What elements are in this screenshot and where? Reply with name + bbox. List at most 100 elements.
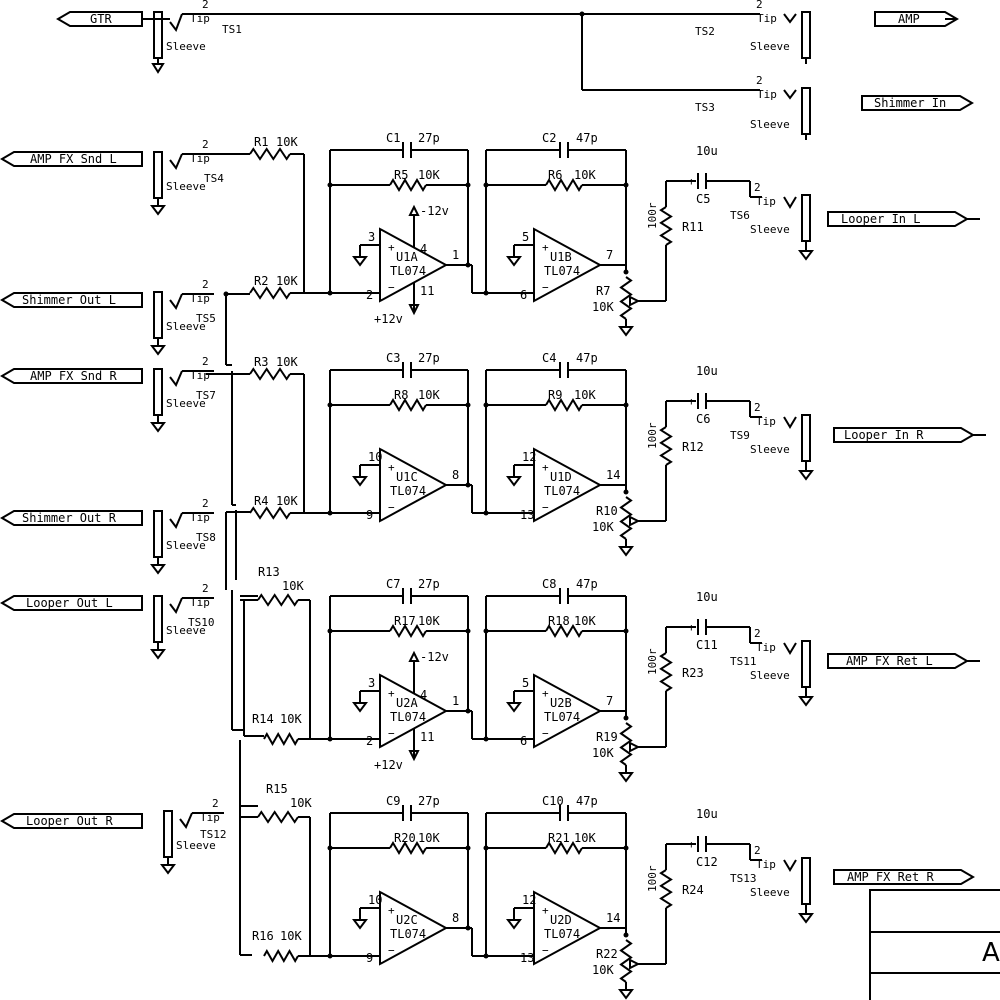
opamp-part: TL074: [544, 264, 580, 278]
resistor-r3: [249, 367, 291, 381]
ground-symbol: [506, 702, 522, 713]
plus-sign: +: [388, 241, 395, 254]
resistor-ref: R24: [682, 883, 704, 897]
shimmer-in-port: Shimmer In: [861, 95, 974, 111]
tip-label: Tip: [756, 641, 776, 654]
junction-dot: [327, 182, 333, 188]
pin-number: 2: [366, 734, 373, 748]
resistor-ref: R17: [394, 614, 416, 628]
minus-sign: −: [388, 944, 395, 957]
resistor-value: 10K: [276, 274, 298, 288]
opamp-part: TL074: [544, 710, 580, 724]
potentiometer-r19: [619, 722, 633, 766]
opamp-part: TL074: [390, 927, 426, 941]
tip-label: Tip: [200, 811, 220, 824]
capacitor-c12: [697, 836, 707, 852]
pin-number: 2: [754, 181, 761, 194]
junction-dot: [465, 628, 471, 634]
resistor-value: 10K: [418, 388, 440, 402]
polarity-mark: +: [688, 395, 695, 408]
capacitor-ref: C9: [386, 794, 400, 808]
pin-number: 2: [754, 844, 761, 857]
resistor-r23: [659, 652, 673, 692]
capacitor-ref: C6: [696, 412, 710, 426]
title-block-letter: A: [982, 938, 1000, 968]
plus-sign: +: [388, 461, 395, 474]
resistor-value: 10K: [276, 494, 298, 508]
pin-number: 2: [202, 582, 209, 595]
pin-number: 2: [754, 627, 761, 640]
capacitor-ref: C11: [696, 638, 718, 652]
minus-sign: −: [542, 944, 549, 957]
shimmer-in-port-label: Shimmer In: [874, 96, 946, 110]
capacitor-value: 27p: [418, 794, 440, 808]
minus-sign: −: [542, 281, 549, 294]
resistor-value: 100r: [646, 648, 659, 675]
minus-sign: −: [542, 727, 549, 740]
jack-ref: TS8: [196, 531, 216, 544]
opamp-part: TL074: [544, 927, 580, 941]
resistor-ref: R20: [394, 831, 416, 845]
ground-symbol: [618, 989, 634, 1000]
potentiometer-r10: [619, 496, 633, 540]
output-ports: Looper In L Looper In R AMP FX Ret L AMP…: [827, 211, 986, 885]
opamp-ref: U2A: [396, 696, 418, 710]
pot-ref: R19: [596, 730, 618, 744]
pin-number: 12: [522, 450, 536, 464]
potentiometer-r7: [619, 276, 633, 320]
junction-dot: [623, 489, 629, 495]
neg-supply: -12v: [420, 650, 449, 664]
resistor-value: 10K: [418, 614, 440, 628]
resistor-value: 10K: [280, 712, 302, 726]
svg-text:Sleeve: Sleeve: [750, 40, 790, 53]
pot-ref: R7: [596, 284, 610, 298]
opamp-ref: U1C: [396, 470, 418, 484]
capacitor-value: 47p: [576, 577, 598, 591]
pin-number: 6: [520, 734, 527, 748]
wiper-arrow: [629, 515, 641, 527]
svg-text:Tip: Tip: [757, 88, 777, 101]
looper-out-l-label: Looper Out L: [26, 596, 113, 610]
resistor-value: 10K: [574, 388, 596, 402]
capacitor-ref: C8: [542, 577, 556, 591]
sleeve-label: Sleeve: [166, 180, 206, 193]
plus-sign: +: [542, 461, 549, 474]
pot-value: 10K: [592, 746, 614, 760]
resistor-r20: [389, 841, 427, 855]
input-jacks: 2TipTS4Sleeve2TipTS5Sleeve2TipTS7Sleeve2…: [150, 138, 264, 956]
pin-number: 3: [368, 676, 375, 690]
pin-number: 7: [606, 694, 613, 708]
capacitor-ref: C10: [542, 794, 564, 808]
pin-number: 10: [368, 450, 382, 464]
capacitor-value: 47p: [576, 131, 598, 145]
junction-dot: [483, 402, 489, 408]
pin-number: 5: [522, 230, 529, 244]
opamp-ref: U1B: [550, 250, 572, 264]
capacitor-c1: [402, 142, 412, 158]
jack-ref: TS13: [730, 872, 757, 885]
pin-number: 11: [420, 284, 434, 298]
ts1-tip-label: Tip: [190, 12, 210, 25]
ground-symbol: [150, 205, 166, 216]
capacitor-ref: C4: [542, 351, 556, 365]
minus-sign: −: [542, 501, 549, 514]
resistor-ref: R5: [394, 168, 408, 182]
pin-number: 2: [202, 355, 209, 368]
capacitor-c7: [402, 588, 412, 604]
capacitor-value: 10u: [696, 590, 718, 604]
tip-label: Tip: [190, 292, 210, 305]
looper-in-r-label: Looper In R: [844, 428, 924, 442]
junction-dot: [623, 845, 629, 851]
resistor-value: 10K: [280, 929, 302, 943]
capacitor-c6: [697, 393, 707, 409]
minus-sign: −: [388, 281, 395, 294]
resistor-ref: R6: [548, 168, 562, 182]
pin-number: 2: [202, 497, 209, 510]
capacitor-ref: C7: [386, 577, 400, 591]
